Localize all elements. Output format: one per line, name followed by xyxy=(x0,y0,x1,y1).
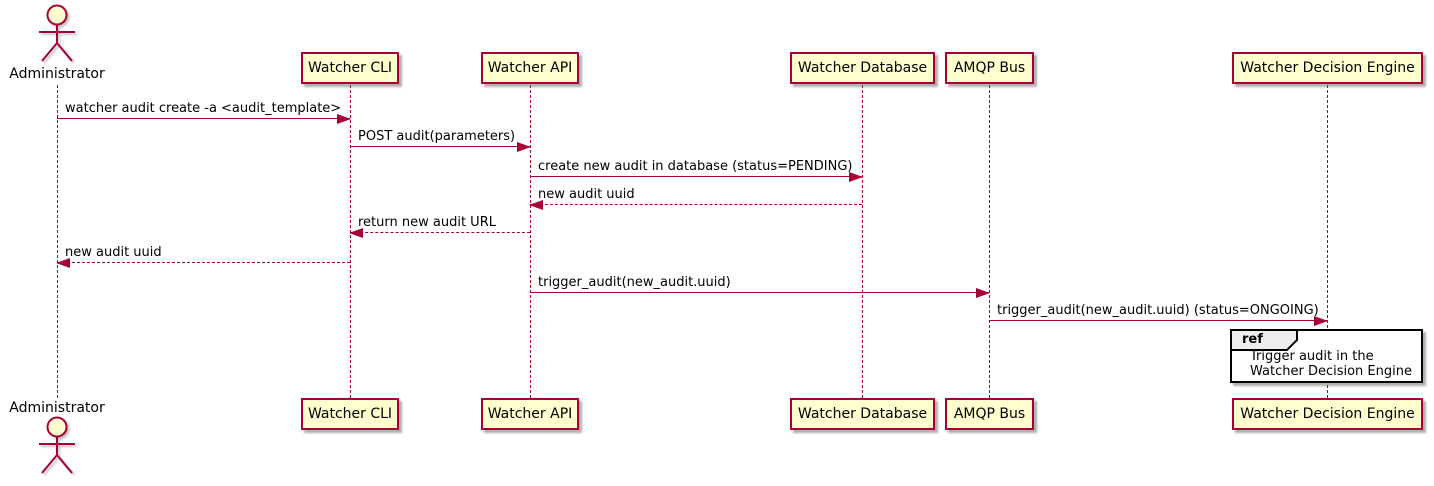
participant-label: Watcher Database xyxy=(797,60,928,76)
participant-watcher-decision-engine-top: Watcher Decision Engine xyxy=(1232,52,1423,84)
participant-label: AMQP Bus xyxy=(953,60,1026,76)
actor-administrator-icon xyxy=(39,416,75,474)
lifeline-administrator xyxy=(57,85,58,398)
message-post-audit: POST audit(parameters) xyxy=(350,129,531,152)
message-label: return new audit URL xyxy=(358,215,496,230)
ref-header-pentagon-icon xyxy=(1230,329,1298,351)
lifeline-amqp-bus xyxy=(989,85,990,398)
participant-label: Watcher API xyxy=(487,60,573,76)
message-create-new-audit: create new audit in database (status=PEN… xyxy=(530,159,863,182)
arrowhead-left-icon xyxy=(56,258,70,268)
actor-administrator-label-top: Administrator xyxy=(9,66,105,82)
message-trigger-audit-ongoing: trigger_audit(new_audit.uuid) (status=ON… xyxy=(989,303,1328,326)
ref-fragment: ref Trigger audit in the Watcher Decisio… xyxy=(1230,329,1423,383)
lifeline-watcher-decision-engine xyxy=(1327,85,1328,398)
actor-administrator-icon xyxy=(39,4,75,62)
message-label: create new audit in database (status=PEN… xyxy=(538,159,853,174)
message-new-audit-uuid-return-admin: new audit uuid xyxy=(56,245,350,268)
participant-amqp-bus-bottom: AMQP Bus xyxy=(945,398,1034,430)
message-label: new audit uuid xyxy=(538,187,635,202)
lifeline-watcher-cli xyxy=(350,85,351,398)
participant-watcher-api-bottom: Watcher API xyxy=(481,398,579,430)
participant-label: Watcher CLI xyxy=(307,60,393,76)
message-trigger-audit: trigger_audit(new_audit.uuid) xyxy=(530,275,990,298)
ref-keyword: ref xyxy=(1242,332,1263,347)
participant-label: Watcher CLI xyxy=(307,406,393,422)
message-label: trigger_audit(new_audit.uuid) xyxy=(538,275,731,290)
arrowhead-left-icon xyxy=(529,200,543,210)
lifeline-watcher-database xyxy=(862,85,863,398)
arrowhead-right-icon xyxy=(517,142,531,152)
participant-label: Watcher API xyxy=(487,406,573,422)
arrowhead-right-icon xyxy=(976,288,990,298)
message-return-new-audit-url: return new audit URL xyxy=(349,215,530,238)
participant-watcher-database-top: Watcher Database xyxy=(790,52,935,84)
ref-text-line: Watcher Decision Engine xyxy=(1250,364,1412,379)
message-label: watcher audit create -a <audit_template> xyxy=(65,101,342,116)
participant-watcher-cli-top: Watcher CLI xyxy=(301,52,399,84)
participant-watcher-cli-bottom: Watcher CLI xyxy=(301,398,399,430)
arrowhead-right-icon xyxy=(849,172,863,182)
participant-watcher-database-bottom: Watcher Database xyxy=(790,398,935,430)
arrowhead-left-icon xyxy=(349,228,363,238)
arrowhead-right-icon xyxy=(1314,316,1328,326)
participant-label: Watcher Decision Engine xyxy=(1240,60,1415,76)
participant-label: AMQP Bus xyxy=(953,406,1026,422)
actor-administrator-label-bottom: Administrator xyxy=(9,400,105,416)
participant-label: Watcher Database xyxy=(797,406,928,422)
message-label: trigger_audit(new_audit.uuid) (status=ON… xyxy=(997,303,1319,318)
lifeline-watcher-api xyxy=(530,85,531,398)
message-label: POST audit(parameters) xyxy=(358,129,516,144)
participant-amqp-bus-top: AMQP Bus xyxy=(945,52,1034,84)
message-audit-create: watcher audit create -a <audit_template> xyxy=(57,101,351,124)
message-new-audit-uuid-return-api: new audit uuid xyxy=(529,187,862,210)
participant-watcher-decision-engine-bottom: Watcher Decision Engine xyxy=(1232,398,1423,430)
ref-text: Trigger audit in the Watcher Decision En… xyxy=(1250,349,1412,379)
participant-label: Watcher Decision Engine xyxy=(1240,406,1415,422)
participant-watcher-api-top: Watcher API xyxy=(481,52,579,84)
ref-text-line: Trigger audit in the xyxy=(1250,349,1374,364)
arrowhead-right-icon xyxy=(337,114,351,124)
message-label: new audit uuid xyxy=(65,245,162,260)
